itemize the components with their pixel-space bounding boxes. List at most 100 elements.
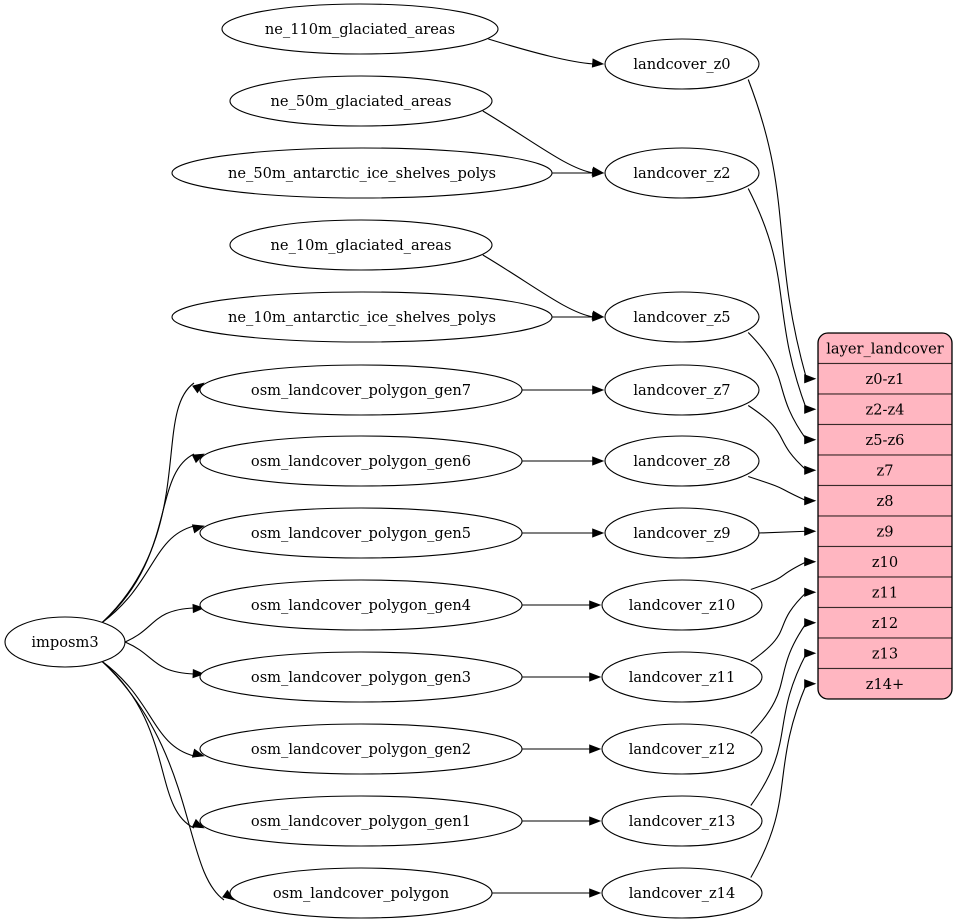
table-row-label: z9 [877,523,894,540]
edge-landcover_z12-to-z12 [750,618,817,734]
edge-arrowhead [592,456,605,466]
edge-arrowhead [804,435,817,445]
graph-node-landcover_z11[interactable]: landcover_z11 [601,651,763,703]
edge-imposm3-to-osm_landcover_polygon_gen4 [124,603,205,643]
table-row-z14+[interactable] [818,667,952,700]
table-row-label: z2-z4 [866,401,905,418]
edge-path [101,661,225,901]
node-outline [199,364,523,416]
graph-node-osm_landcover_polygon_gen6[interactable]: osm_landcover_polygon_gen6 [199,435,523,487]
graph-node-landcover_z10[interactable]: landcover_z10 [601,579,763,631]
node-label: osm_landcover_polygon_gen7 [251,382,471,399]
node-outline [229,75,493,127]
edge-path [747,405,807,471]
table-row-label: z5-z6 [866,432,905,449]
node-label: osm_landcover_polygon_gen5 [251,525,471,542]
node-label: imposm3 [31,634,98,651]
edge-osm_landcover_polygon_gen6-to-landcover_z8 [522,456,605,466]
table-row-label: z12 [872,615,898,632]
graph-node-ne_10m_glaciated_areas[interactable]: ne_10m_glaciated_areas [229,219,493,271]
node-outline [604,291,760,343]
edge-landcover_z0-to-z0-z1 [747,79,817,384]
graph-node-landcover_z0[interactable]: landcover_z0 [604,38,760,90]
node-label: landcover_z7 [633,382,730,399]
graph-node-landcover_z9[interactable]: landcover_z9 [604,507,760,559]
edge-imposm3-to-osm_landcover_polygon_gen7 [101,382,205,623]
graph-node-landcover_z14[interactable]: landcover_z14 [601,867,763,919]
graph-node-osm_landcover_polygon[interactable]: osm_landcover_polygon [229,867,493,919]
node-layer: imposm3 ne_110m_glaciated_areas ne_50m_gla… [4,3,763,919]
graph-node-osm_landcover_polygon_gen1[interactable]: osm_landcover_polygon_gen1 [199,795,523,847]
edge-landcover_z2-to-z2-z4 [747,188,817,414]
graph-node-ne_110m_glaciated_areas[interactable]: ne_110m_glaciated_areas [221,3,499,55]
edge-arrowhead [192,668,205,679]
node-label: ne_10m_glaciated_areas [271,237,452,254]
table-row-z8[interactable] [818,484,952,517]
edge-arrowhead [804,648,817,658]
edge-osm_landcover_polygon_gen7-to-landcover_z7 [522,385,605,395]
node-outline [601,795,763,847]
edge-arrowhead [589,744,602,754]
graph-node-osm_landcover_polygon_gen2[interactable]: osm_landcover_polygon_gen2 [199,723,523,775]
edge-osm_landcover_polygon_gen2-to-landcover_z12 [522,744,602,754]
node-outline [199,507,523,559]
edge-imposm3-to-osm_landcover_polygon [101,661,235,901]
edge-arrowhead [589,888,602,898]
edge-path [482,110,594,174]
graph-node-landcover_z12[interactable]: landcover_z12 [601,723,763,775]
edge-osm_landcover_polygon_gen1-to-landcover_z13 [522,816,602,826]
node-outline [601,867,763,919]
node-label: osm_landcover_polygon_gen2 [251,741,471,758]
edge-osm_landcover_polygon_gen5-to-landcover_z9 [522,528,605,538]
edge-ne_50m_antarctic_ice_shelves_polys-to-landcover_z2 [552,168,605,178]
table-row-z5-z6[interactable] [818,423,952,456]
table-row-label: z8 [877,493,894,510]
edge-path [747,79,808,379]
graph-node-landcover_z13[interactable]: landcover_z13 [601,795,763,847]
node-outline [229,867,493,919]
edge-arrowhead [589,672,602,682]
edge-osm_landcover_polygon_gen4-to-landcover_z10 [522,600,602,610]
edge-path [101,453,195,623]
graph-node-osm_landcover_polygon_gen5[interactable]: osm_landcover_polygon_gen5 [199,507,523,559]
edge-arrowhead [804,587,817,597]
edge-arrowhead [804,465,817,475]
table-row-z10[interactable] [818,545,952,578]
graph-node-ne_10m_antarctic_ice_shelves_polys[interactable]: ne_10m_antarctic_ice_shelves_polys [171,291,553,343]
graph-node-landcover_z7[interactable]: landcover_z7 [604,364,760,416]
edge-landcover_z11-to-z11 [750,587,817,662]
graph-node-ne_50m_antarctic_ice_shelves_polys[interactable]: ne_50m_antarctic_ice_shelves_polys [171,147,553,199]
graph-node-osm_landcover_polygon_gen4[interactable]: osm_landcover_polygon_gen4 [199,579,523,631]
edge-path [488,38,594,65]
node-outline [171,291,553,343]
graph-node-landcover_z8[interactable]: landcover_z8 [604,435,760,487]
table-row-z9[interactable] [818,515,952,548]
node-label: osm_landcover_polygon_gen4 [251,597,471,614]
graph-node-osm_landcover_polygon_gen3[interactable]: osm_landcover_polygon_gen3 [199,651,523,703]
node-outline [604,38,760,90]
node-outline [199,795,523,847]
edge-arrowhead [592,312,605,322]
edge-imposm3-to-osm_landcover_polygon_gen2 [101,661,205,758]
edge-path [124,641,195,675]
graph-node-ne_50m_glaciated_areas[interactable]: ne_50m_glaciated_areas [229,75,493,127]
graph-node-osm_landcover_polygon_gen7[interactable]: osm_landcover_polygon_gen7 [199,364,523,416]
table-header-label: layer_landcover [826,340,943,357]
node-label: osm_landcover_polygon [273,885,449,902]
edge-arrowhead [191,453,205,464]
edge-path [747,188,808,410]
node-outline [199,651,523,703]
edge-path [758,530,807,534]
graph-node-landcover_z5[interactable]: landcover_z5 [604,291,760,343]
node-label: landcover_z14 [629,885,735,902]
edge-arrowhead [592,168,605,178]
node-outline [604,147,760,199]
edge-landcover_z13-to-z13 [750,648,817,806]
table-row-z12[interactable] [818,606,952,639]
node-outline [604,507,760,559]
node-label: ne_50m_antarctic_ice_shelves_polys [228,165,496,182]
table-row-label: z11 [872,584,898,601]
node-label: landcover_z5 [633,309,730,326]
graph-node-landcover_z2[interactable]: landcover_z2 [604,147,760,199]
graph-node-imposm3[interactable]: imposm3 [4,616,126,668]
